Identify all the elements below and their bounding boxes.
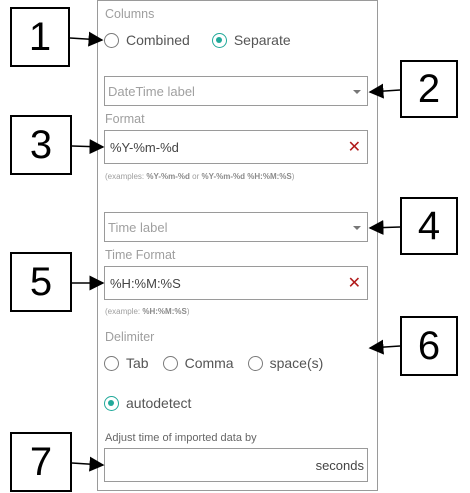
combined-radio[interactable] [104, 32, 119, 48]
combined-radio-option[interactable]: Combined [104, 32, 190, 48]
arrow-7 [71, 456, 105, 472]
comma-radio-option[interactable]: Comma [162, 355, 234, 371]
delimiter-label: Delimiter [105, 330, 155, 344]
adjust-time-label: Adjust time of imported data by [105, 432, 257, 444]
spaces-label: space(s) [269, 355, 324, 371]
callout-7: 7 [10, 432, 72, 492]
arrow-4 [368, 220, 401, 236]
close-icon[interactable]: ✕ [347, 275, 361, 292]
adjust-time-input[interactable]: seconds [104, 448, 368, 482]
chevron-down-icon [353, 90, 361, 94]
separate-label: Separate [233, 32, 291, 48]
callout-4: 4 [400, 197, 458, 255]
format-label: Format [105, 112, 145, 126]
separate-radio[interactable] [211, 32, 227, 48]
tab-radio-option[interactable]: Tab [104, 355, 149, 371]
autodetect-label: autodetect [126, 395, 192, 411]
time-format-input[interactable]: %H:%M:%S ✕ [104, 266, 368, 300]
callout-5: 5 [10, 252, 72, 312]
tab-label: Tab [126, 355, 149, 371]
close-icon[interactable]: ✕ [347, 139, 361, 156]
callout-1: 1 [10, 7, 70, 67]
format-hint: (examples: %Y-%m-%d or %Y-%m-%d %H:%M:%S… [105, 172, 295, 181]
callout-3: 3 [10, 115, 72, 175]
tab-radio[interactable] [104, 355, 119, 371]
arrow-2 [368, 83, 401, 99]
time-label-placeholder: Time label [108, 219, 168, 235]
format-input[interactable]: %Y-%m-%d ✕ [104, 130, 368, 164]
delimiter-radio-group: Tab Comma space(s) [104, 355, 323, 371]
autodetect-radio-option[interactable]: autodetect [104, 395, 191, 411]
callout-2: 2 [400, 60, 458, 118]
combined-label: Combined [126, 32, 190, 48]
columns-label: Columns [105, 7, 155, 21]
comma-label: Comma [184, 355, 234, 371]
format-value: %Y-%m-%d [110, 139, 179, 155]
separate-radio-option[interactable]: Separate [211, 32, 291, 48]
time-format-value: %H:%M:%S [110, 275, 181, 291]
datetime-label-select[interactable]: DateTime label [104, 76, 368, 106]
seconds-unit: seconds [315, 457, 364, 473]
time-label-select[interactable]: Time label [104, 212, 368, 242]
spaces-radio[interactable] [247, 355, 263, 371]
callout-6: 6 [400, 316, 458, 376]
columns-radio-group: Combined Separate [104, 32, 291, 48]
time-format-hint: (example: %H:%M:%S) [105, 307, 190, 316]
chevron-down-icon [353, 226, 361, 230]
datetime-label-placeholder: DateTime label [108, 83, 195, 99]
arrow-6 [368, 339, 401, 355]
autodetect-radio-group: autodetect [104, 395, 191, 411]
time-format-label: Time Format [105, 248, 176, 262]
comma-radio[interactable] [162, 355, 178, 371]
arrow-1 [69, 31, 104, 47]
spaces-radio-option[interactable]: space(s) [247, 355, 324, 371]
autodetect-radio[interactable] [104, 395, 119, 411]
arrow-3 [71, 139, 105, 155]
